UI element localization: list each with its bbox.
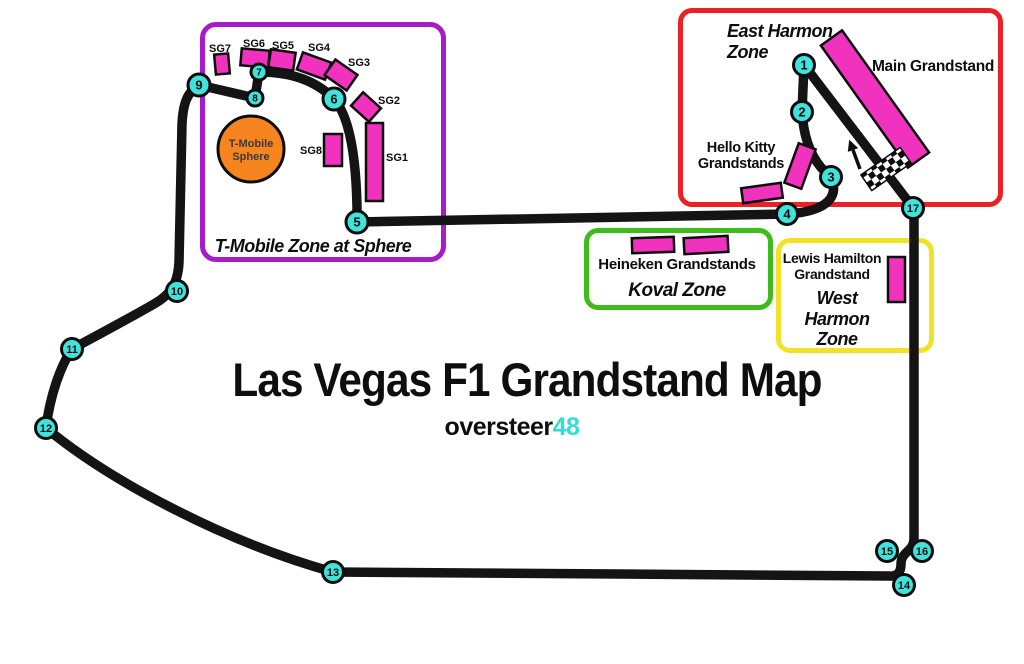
west-harmon-line1: West bbox=[816, 288, 858, 308]
sphere-label-line2: Sphere bbox=[232, 151, 269, 163]
east-harmon-line2: Zone bbox=[727, 42, 768, 62]
turn-marker-8: 8 bbox=[245, 88, 265, 108]
svg-text:12: 12 bbox=[40, 423, 52, 435]
svg-text:11: 11 bbox=[66, 344, 78, 356]
lewis-hamilton-line2: Grandstand bbox=[794, 266, 870, 282]
west-harmon-line3: Zone bbox=[816, 329, 859, 349]
turn-marker-12: 12 bbox=[34, 416, 58, 440]
turn-marker-3: 3 bbox=[819, 165, 843, 189]
hello-kitty-block-2 bbox=[739, 181, 785, 205]
svg-text:15: 15 bbox=[881, 546, 893, 558]
turn-marker-10: 10 bbox=[165, 279, 189, 303]
sg3-label: SG3 bbox=[348, 57, 370, 69]
sg3-block bbox=[322, 57, 360, 93]
turn-marker-6: 6 bbox=[321, 86, 347, 112]
sg5-label: SG5 bbox=[272, 40, 294, 52]
sg-labels: SG7 SG6 SG5 SG4 SG3 SG2 SG1 SG8 bbox=[209, 38, 408, 164]
turn-marker-17: 17 bbox=[901, 196, 925, 220]
sphere-label-line1: T-Mobile bbox=[229, 138, 274, 150]
koval-zone-box bbox=[584, 228, 773, 310]
turn-marker-15: 15 bbox=[875, 539, 899, 563]
svg-text:16: 16 bbox=[916, 546, 928, 558]
heineken-block-1 bbox=[630, 235, 676, 255]
sg2-block bbox=[349, 90, 383, 124]
sg4-label: SG4 bbox=[308, 42, 331, 54]
west-harmon-zone-box bbox=[776, 238, 934, 353]
hello-kitty-line2: Grandstands bbox=[697, 156, 785, 172]
sg1-block bbox=[364, 121, 385, 203]
turn-marker-1: 1 bbox=[792, 53, 816, 77]
t-mobile-sphere: T-Mobile Sphere bbox=[216, 114, 286, 184]
turn-marker-14: 14 bbox=[892, 573, 916, 597]
checkered-flag-icon bbox=[859, 146, 913, 192]
svg-text:13: 13 bbox=[327, 567, 339, 579]
svg-text:4: 4 bbox=[783, 207, 791, 222]
svg-text:17: 17 bbox=[907, 203, 919, 215]
east-harmon-zone-label: East Harmon Zone bbox=[727, 21, 833, 63]
turn-marker-4: 4 bbox=[775, 202, 799, 226]
sg7-label: SG7 bbox=[209, 43, 231, 55]
turn-marker-13: 13 bbox=[321, 560, 345, 584]
east-harmon-line1: East Harmon bbox=[727, 21, 833, 41]
turn-marker-16: 16 bbox=[910, 539, 934, 563]
turn-markers: 1 2 3 4 5 6 7 8 9 10 11 12 13 14 15 16 1… bbox=[34, 53, 934, 597]
svg-text:10: 10 bbox=[171, 286, 183, 298]
west-harmon-zone-label: West Harmon Zone bbox=[777, 288, 897, 350]
hello-kitty-label: Hello Kitty Grandstands bbox=[681, 140, 801, 172]
svg-text:8: 8 bbox=[252, 94, 258, 105]
koval-zone-label: Koval Zone bbox=[628, 280, 726, 301]
logo-accent: 48 bbox=[552, 413, 580, 441]
sg5-block bbox=[266, 47, 298, 73]
lewis-hamilton-label: Lewis Hamilton Grandstand bbox=[772, 250, 892, 282]
turn-marker-11: 11 bbox=[60, 337, 84, 361]
svg-text:5: 5 bbox=[353, 215, 360, 230]
hello-kitty-line1: Hello Kitty bbox=[706, 140, 776, 156]
west-harmon-line2: Harmon bbox=[804, 308, 870, 329]
sg8-block bbox=[322, 132, 344, 168]
sphere-circle bbox=[216, 114, 286, 184]
svg-text:6: 6 bbox=[330, 92, 337, 107]
logo-text: oversteer bbox=[444, 413, 554, 441]
sg6-label: SG6 bbox=[243, 38, 265, 50]
turn-marker-7: 7 bbox=[249, 62, 269, 82]
turn-marker-5: 5 bbox=[344, 209, 370, 235]
heineken-block-2 bbox=[682, 234, 730, 256]
sg7-block bbox=[212, 52, 232, 76]
svg-text:3: 3 bbox=[827, 170, 834, 185]
page-title: Las Vegas F1 Grandstand Map bbox=[232, 353, 822, 406]
main-grandstand-label: Main Grandstand bbox=[871, 58, 995, 75]
t-mobile-zone-label: T-Mobile Zone at Sphere bbox=[214, 236, 412, 256]
main-grandstand-block bbox=[819, 28, 931, 170]
direction-arrow-icon bbox=[847, 139, 862, 170]
sg8-label: SG8 bbox=[300, 145, 322, 157]
svg-text:2: 2 bbox=[798, 105, 805, 120]
lewis-hamilton-line1: Lewis Hamilton bbox=[782, 250, 882, 266]
svg-text:9: 9 bbox=[195, 78, 202, 93]
heineken-grandstands-label: Heineken Grandstands bbox=[598, 256, 756, 273]
oversteer48-logo: oversteer48 bbox=[4, 413, 1020, 442]
sg2-label: SG2 bbox=[378, 95, 400, 107]
grandstand-blocks bbox=[212, 28, 931, 304]
svg-text:1: 1 bbox=[800, 58, 807, 73]
svg-text:14: 14 bbox=[898, 580, 911, 592]
turn-marker-9: 9 bbox=[186, 72, 212, 98]
lewis-hamilton-block bbox=[886, 255, 907, 304]
hello-kitty-block-1 bbox=[782, 141, 818, 191]
svg-text:7: 7 bbox=[256, 68, 262, 79]
turn-marker-2: 2 bbox=[790, 100, 814, 124]
sg1-label: SG1 bbox=[386, 152, 408, 164]
